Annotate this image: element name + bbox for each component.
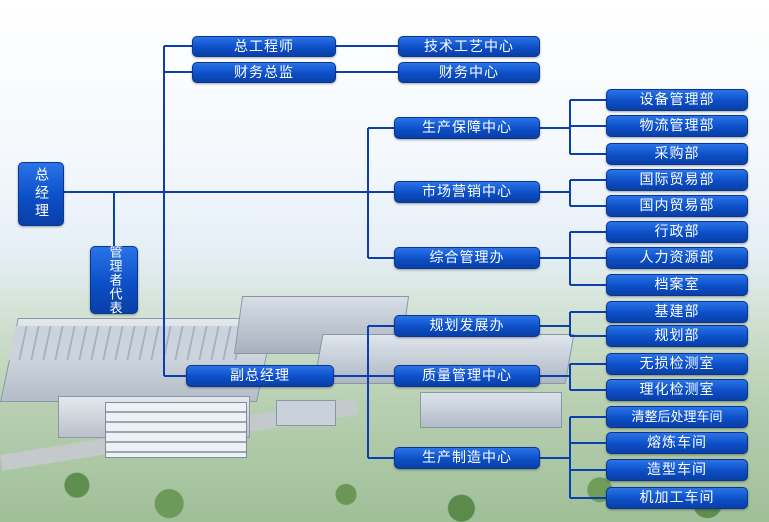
node-chief-engineer: 总工程师 [192,36,336,57]
node-planning-development-office: 规划发展办 [394,315,540,337]
node-quality-management-center: 质量管理中心 [394,365,540,387]
node-production-support-center: 生产保障中心 [394,117,540,139]
node-finance-center: 财务中心 [398,62,540,83]
node-manufacturing-center: 生产制造中心 [394,447,540,469]
node-logistics-dept: 物流管理部 [606,115,748,137]
node-management-representative: 管理者代表 [90,245,138,315]
node-tech-process-center: 技术工艺中心 [398,36,540,57]
node-general-management-office: 综合管理办 [394,247,540,269]
small-building [276,400,336,426]
node-molding-workshop: 造型车间 [606,459,748,481]
far-building [420,392,562,428]
node-domestic-trade-dept: 国内贸易部 [606,195,748,217]
node-general-manager: 总经理 [18,162,64,226]
node-finance-director: 财务总监 [192,62,336,83]
node-marketing-center: 市场营销中心 [394,181,540,203]
node-physical-chemical-lab: 理化检测室 [606,379,748,401]
node-international-trade-dept: 国际贸易部 [606,169,748,191]
node-purchasing-dept: 采购部 [606,143,748,165]
node-cleaning-post-processing-workshop: 清整后处理车间 [606,406,748,428]
node-hr-dept: 人力资源部 [606,247,748,269]
node-machining-workshop: 机加工车间 [606,487,748,509]
node-administration-dept: 行政部 [606,221,748,243]
node-planning-dept: 规划部 [606,325,748,347]
node-vice-general-manager: 副总经理 [186,365,334,387]
node-smelting-workshop: 熔炼车间 [606,432,748,454]
node-construction-dept: 基建部 [606,301,748,323]
node-equipment-dept: 设备管理部 [606,89,748,111]
node-ndt-lab: 无损检测室 [606,353,748,375]
node-archives-room: 档案室 [606,274,748,296]
